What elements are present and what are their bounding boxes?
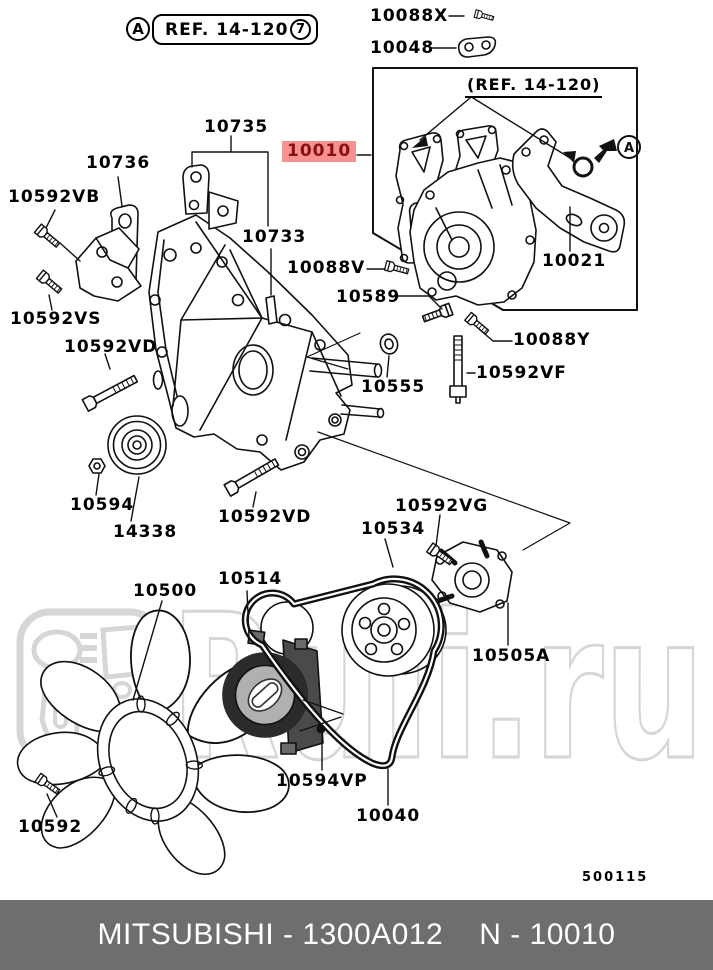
part-label-10592vs[interactable]: 10592VS [10, 309, 102, 329]
part-label-10592vf[interactable]: 10592VF [476, 363, 567, 383]
part-label-10592[interactable]: 10592 [18, 817, 83, 837]
callout-a-badge: A [126, 17, 150, 41]
part-label-10500[interactable]: 10500 [133, 581, 198, 601]
footer-bar: MITSUBISHI - 1300A012 N - 10010 [0, 900, 713, 970]
part-label-10592vd[interactable]: 10592VD [64, 337, 158, 357]
fasteners-art [33, 9, 497, 797]
part-label-10505a[interactable]: 10505A [472, 646, 551, 666]
part-label-10010-highlighted[interactable]: 10010 [282, 141, 357, 162]
part-label-10735[interactable]: 10735 [204, 117, 269, 137]
part-label-10736[interactable]: 10736 [86, 153, 151, 173]
crank-pulley-art [341, 583, 447, 677]
part-label-10592vd-2[interactable]: 10592VD [218, 507, 312, 527]
ref-label: REF. 14-120 [165, 19, 289, 40]
part-label-10555[interactable]: 10555 [361, 377, 426, 397]
part-label-10594vp[interactable]: 10594VP [276, 771, 368, 791]
bracket-art [75, 164, 385, 471]
part-label-10088y[interactable]: 10088Y [513, 330, 591, 350]
ref-box[interactable]: REF. 14-120 7 [152, 14, 318, 45]
part-label-10040[interactable]: 10040 [356, 806, 421, 826]
leader-lines [45, 15, 571, 818]
part-label-10021[interactable]: 10021 [542, 251, 607, 271]
part-label-10592vg[interactable]: 10592VG [395, 496, 489, 516]
box-callout-a: A [624, 141, 634, 156]
footer-ref: N - 10010 [479, 918, 616, 951]
box-ref-label: (REF. 14-120) [465, 77, 603, 98]
arrow-to-callout-a [594, 139, 617, 163]
part-label-10088x[interactable]: 10088X [370, 6, 449, 26]
ref-box-art: A [372, 67, 641, 311]
part-label-10534[interactable]: 10534 [361, 519, 426, 539]
belt-art [241, 575, 445, 770]
part-label-10733[interactable]: 10733 [242, 227, 307, 247]
line-art: A [16, 9, 641, 876]
hub-bracket-art [431, 539, 513, 613]
callout-7-badge: 7 [290, 19, 311, 40]
part-label-10594[interactable]: 10594 [70, 495, 135, 515]
footer-brand-part: MITSUBISHI - 1300A012 [97, 918, 444, 951]
part-label-10592vb[interactable]: 10592VB [8, 187, 101, 207]
drawing-number: 500115 [582, 870, 649, 885]
part-label-10088v[interactable]: 10088V [287, 258, 366, 278]
part-label-10589[interactable]: 10589 [336, 287, 401, 307]
part-label-10514[interactable]: 10514 [218, 569, 283, 589]
part-label-10048[interactable]: 10048 [370, 38, 435, 58]
part-label-14338[interactable]: 14338 [113, 522, 178, 542]
